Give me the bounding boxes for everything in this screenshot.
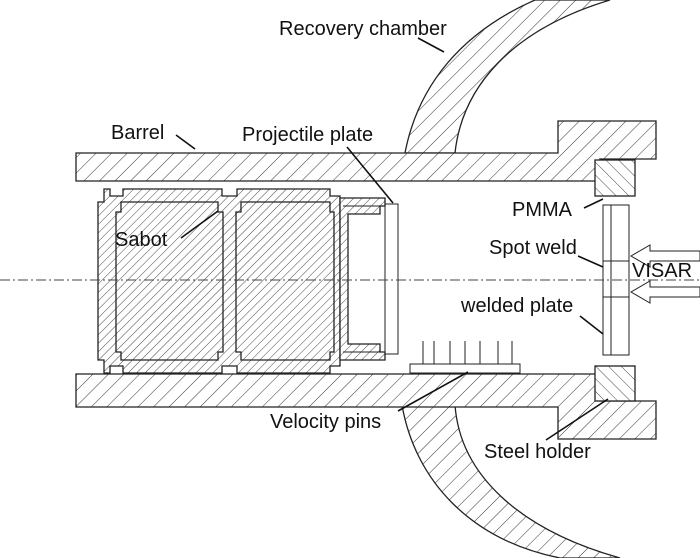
visar-label: VISAR — [632, 260, 692, 282]
welded-plate-leader — [579, 315, 604, 335]
velocity-pins-label: Velocity pins — [270, 411, 381, 433]
barrel-upper-wall — [75, 120, 657, 182]
steel-holder-top-block — [594, 159, 636, 197]
projectile-plate-leader — [346, 146, 394, 204]
projectile-plate — [384, 203, 399, 355]
pmma-leader — [583, 198, 604, 209]
projectile-plate-label: Projectile plate — [242, 124, 373, 146]
sabot — [97, 188, 386, 374]
welded-plate-label: welded plate — [460, 295, 573, 317]
recovery-chamber-leader — [417, 37, 445, 53]
velocity-pins — [409, 341, 521, 374]
steel-holder-leader — [545, 398, 609, 441]
barrel-leader — [175, 134, 196, 150]
barrel-label: Barrel — [111, 122, 164, 144]
pmma-label: PMMA — [512, 199, 573, 221]
double-arrow-left-icon — [630, 244, 700, 304]
steel-holder-bottom-block — [594, 365, 636, 402]
recovery-chamber-label: Recovery chamber — [279, 18, 447, 40]
spot-weld-label: Spot weld — [489, 237, 577, 259]
spot-weld-leader — [577, 255, 604, 268]
steel-holder-label: Steel holder — [484, 441, 591, 463]
sabot-label: Sabot — [115, 229, 168, 251]
recovery-chamber-lower — [401, 404, 621, 558]
recovery-chamber-upper — [404, 0, 611, 154]
spot-weld — [602, 260, 630, 298]
sabot-leader — [180, 210, 219, 239]
velocity-pins-leader — [397, 371, 469, 412]
